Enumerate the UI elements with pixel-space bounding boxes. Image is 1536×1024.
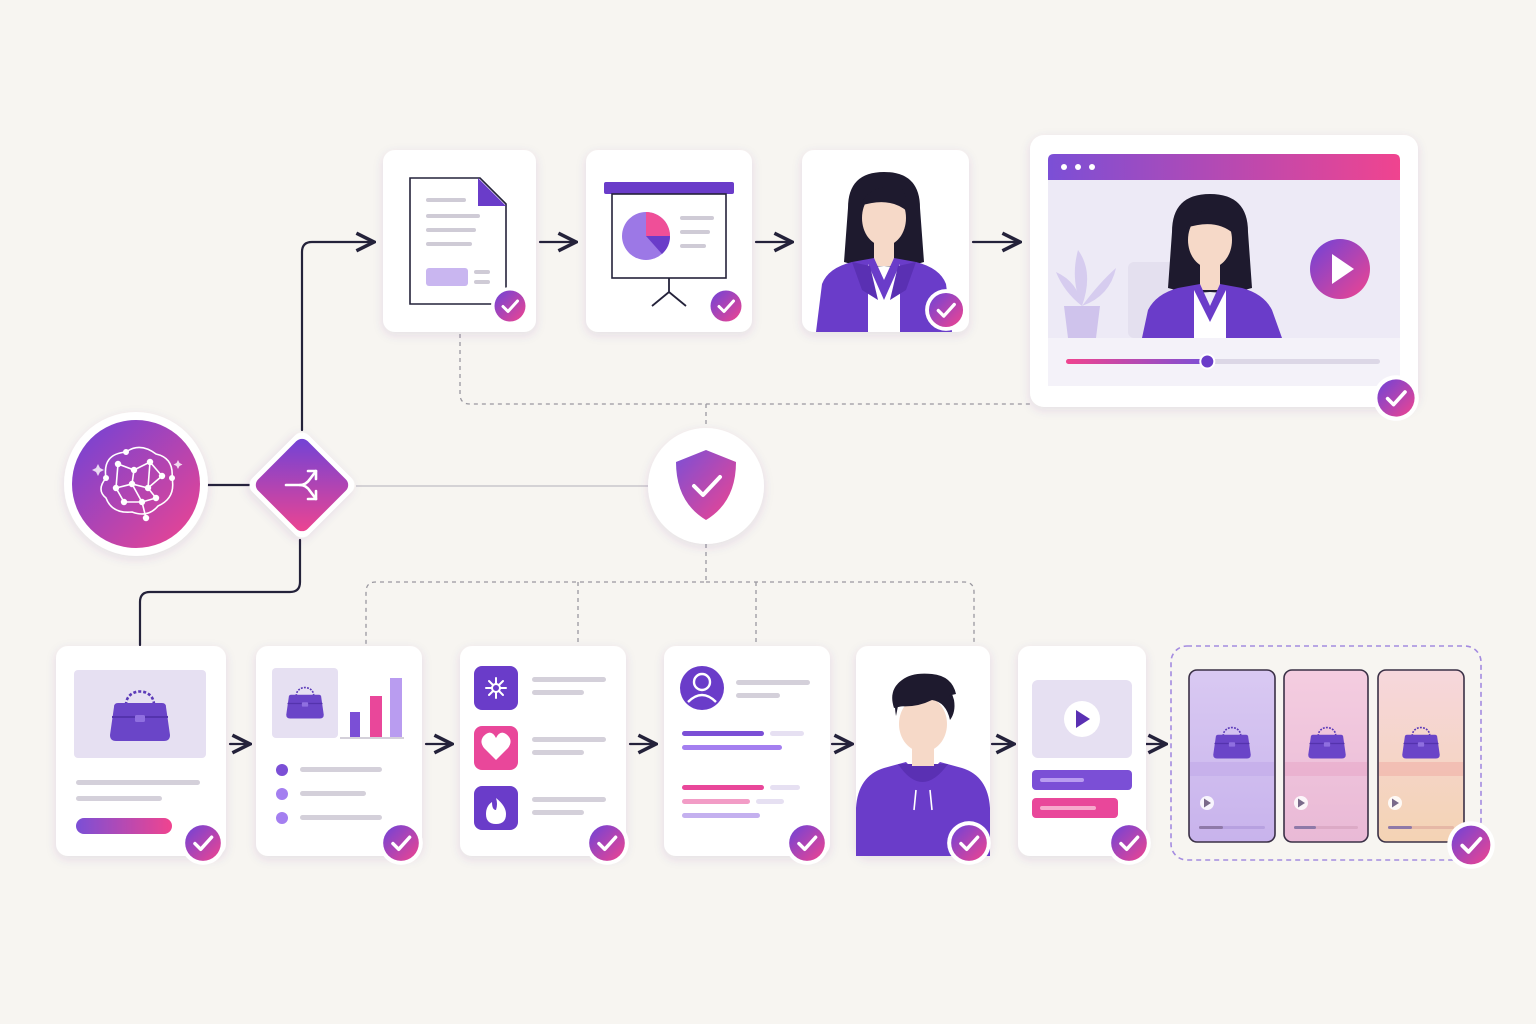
video-progress-fill xyxy=(1066,359,1208,364)
shield-check-icon xyxy=(676,450,736,520)
phone-videos-icon xyxy=(1188,669,1465,843)
router-node[interactable] xyxy=(245,428,358,541)
bar-chart-icon xyxy=(340,678,404,739)
bottom-step-product-image[interactable] xyxy=(56,646,226,866)
check-badge-icon xyxy=(1446,820,1496,870)
split-arrows-icon xyxy=(284,469,318,501)
presentation-board-icon xyxy=(604,182,734,307)
man-hoodie-avatar-icon xyxy=(856,673,990,856)
variant-phone-1 xyxy=(1188,669,1276,843)
woman-avatar-icon xyxy=(816,172,952,332)
video-card-icon xyxy=(1032,680,1132,818)
bottom-step-product-analytics[interactable] xyxy=(256,646,424,866)
check-badge-icon xyxy=(180,820,226,866)
connector-router-bottom xyxy=(138,538,302,647)
top-step-video-player[interactable] xyxy=(1030,135,1420,422)
top-step-document[interactable] xyxy=(383,150,536,332)
dashed-review-lines xyxy=(365,334,1032,645)
source-node[interactable] xyxy=(64,412,208,556)
connector-router-top xyxy=(300,242,374,432)
top-step-presenter-avatar[interactable] xyxy=(802,150,969,332)
bottom-step-feature-highlights[interactable] xyxy=(460,646,630,866)
top-step-presentation[interactable] xyxy=(586,150,752,332)
check-badge-icon xyxy=(1106,820,1152,866)
bottom-step-audience-profile[interactable] xyxy=(664,646,830,866)
document-icon xyxy=(409,177,507,305)
variant-phone-3 xyxy=(1377,669,1465,843)
check-badge-icon xyxy=(584,820,630,866)
check-badge-icon xyxy=(490,286,530,326)
validator-node[interactable] xyxy=(648,428,764,544)
check-badge-icon xyxy=(946,820,992,866)
check-badge-icon xyxy=(378,820,424,866)
video-progress-knob[interactable] xyxy=(1199,353,1216,370)
user-profile-icon xyxy=(680,666,724,710)
sparkle-heart-flame-icon xyxy=(474,666,518,830)
connectors xyxy=(138,242,1166,744)
check-badge-icon xyxy=(1372,374,1420,422)
video-window-icon xyxy=(1048,154,1400,386)
variant-phone-2 xyxy=(1283,669,1369,843)
bottom-step-creator-avatar[interactable] xyxy=(856,646,992,866)
bottom-step-video-variants[interactable] xyxy=(1170,645,1496,870)
bottom-step-video-script[interactable] xyxy=(1018,646,1152,866)
check-badge-icon xyxy=(784,820,830,866)
check-badge-icon xyxy=(706,286,746,326)
brain-network-icon xyxy=(92,446,183,522)
check-badge-icon xyxy=(924,288,968,332)
